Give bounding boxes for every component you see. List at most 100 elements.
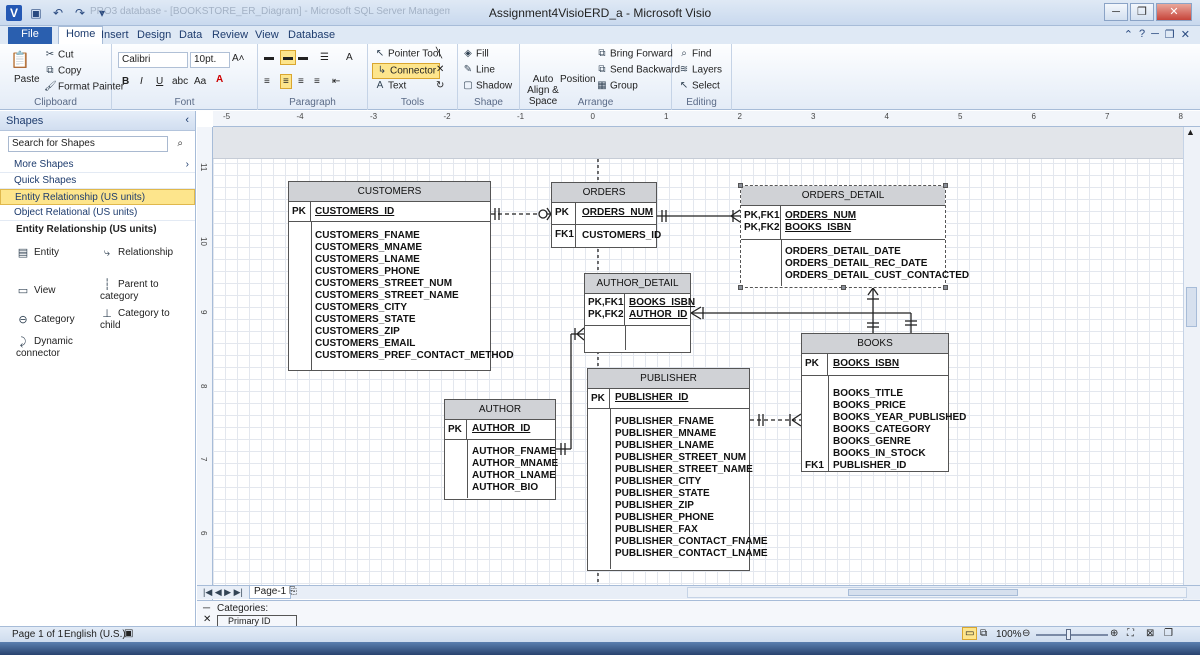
- shape-parent-to-category[interactable]: ┆Parent to category: [100, 279, 159, 302]
- align-center-icon[interactable]: ≡: [280, 74, 292, 89]
- quick-shapes-item[interactable]: Quick Shapes: [0, 173, 195, 189]
- zoom-level[interactable]: 100%: [996, 629, 1022, 640]
- doc-minimize-icon[interactable]: ─: [1151, 28, 1159, 40]
- zoom-slider[interactable]: [1036, 634, 1108, 636]
- auto-align-button[interactable]: Auto Align & Space: [527, 74, 559, 107]
- drawing-page[interactable]: CUSTOMERS PK CUSTOMERS_ID CUSTOMERS_FNAM…: [213, 127, 1183, 585]
- doc-restore-icon[interactable]: ❐: [1164, 29, 1175, 41]
- format-painter-button[interactable]: 🖌Format Painter: [44, 81, 125, 93]
- pan-zoom-icon[interactable]: ⊠: [1146, 628, 1155, 639]
- shape-category[interactable]: ⊖Category: [16, 314, 74, 326]
- entity-author-detail[interactable]: AUTHOR_DETAIL PK,FK1 PK,FK2 BOOKS_ISBN A…: [584, 273, 695, 353]
- position-button[interactable]: Position: [560, 74, 596, 85]
- shape-category-to-child[interactable]: ⊥Category to child: [100, 308, 170, 331]
- categories-panel-close-icon[interactable]: ─✕: [203, 603, 212, 625]
- case-icon[interactable]: Aa: [194, 76, 207, 87]
- text-direction-icon[interactable]: A: [346, 52, 353, 63]
- pointer-tool-button[interactable]: ↖Pointer Tool: [375, 48, 441, 60]
- font-family-select[interactable]: Calibri: [118, 52, 188, 68]
- full-screen-icon[interactable]: ▭: [962, 627, 978, 640]
- align-left-icon[interactable]: ≡: [264, 76, 270, 87]
- cut-button[interactable]: ✂Cut: [45, 49, 74, 61]
- selection-handle[interactable]: [943, 285, 948, 290]
- close-tool-icon[interactable]: ✕: [436, 64, 445, 75]
- insert-page-icon[interactable]: ⎘: [289, 586, 297, 597]
- selection-handle[interactable]: [841, 285, 846, 290]
- language-status[interactable]: English (U.S.): [64, 629, 126, 640]
- shape-dynamic-connector[interactable]: ⤸Dynamic connector: [16, 336, 73, 359]
- select-button[interactable]: ↖Select: [679, 80, 720, 92]
- category-item[interactable]: Primary ID: [217, 615, 297, 626]
- connector-button[interactable]: ↳Connector: [372, 63, 441, 79]
- scroll-up-icon[interactable]: ▲: [1186, 127, 1195, 137]
- layers-button[interactable]: ≋Layers: [679, 64, 723, 76]
- bold-button[interactable]: B: [122, 76, 130, 87]
- italic-button[interactable]: I: [140, 76, 143, 87]
- indent-icon[interactable]: ⇤: [332, 76, 341, 87]
- tab-review[interactable]: Review: [212, 29, 249, 41]
- tab-insert[interactable]: Insert: [101, 29, 129, 41]
- underline-button[interactable]: U: [156, 76, 164, 87]
- align-bottom-icon[interactable]: ▬: [298, 52, 308, 63]
- find-button[interactable]: ⌕Find: [678, 48, 711, 60]
- line-button[interactable]: ✎Line: [463, 64, 495, 76]
- fill-button[interactable]: ◈Fill: [462, 48, 489, 60]
- fit-page-icon[interactable]: ⛶: [1127, 628, 1134, 639]
- search-shapes-input[interactable]: Search for Shapes⌕: [8, 136, 183, 152]
- shape-entity[interactable]: ▤Entity: [17, 247, 60, 259]
- align-right-icon[interactable]: ≡: [298, 76, 304, 87]
- bring-forward-button[interactable]: ⧉Bring Forward: [596, 48, 672, 60]
- strikethrough-button[interactable]: abc: [172, 76, 189, 87]
- entity-publisher[interactable]: PUBLISHER PK PUBLISHER_ID PUBLISHER_FNAM…: [587, 368, 768, 571]
- rotate-icon[interactable]: ↻: [436, 80, 445, 91]
- tab-design[interactable]: Design: [137, 29, 172, 41]
- help-icon[interactable]: ?: [1138, 28, 1146, 40]
- close-button[interactable]: ✕: [1156, 3, 1192, 21]
- shadow-button[interactable]: ▢Shadow: [463, 80, 513, 92]
- shape-view[interactable]: ▭View: [17, 285, 56, 297]
- justify-icon[interactable]: ≡: [314, 76, 320, 87]
- line-tool-icon[interactable]: ╲: [436, 48, 443, 59]
- undo-icon[interactable]: ↶: [52, 6, 64, 20]
- vertical-scroll-thumb[interactable]: [1186, 287, 1197, 327]
- save-icon[interactable]: ▣: [30, 6, 42, 20]
- entity-orders[interactable]: ORDERS PK ORDERS_NUM FK1 CUSTOMERS_ID: [551, 182, 661, 248]
- shape-relationship[interactable]: ⤷Relationship: [100, 247, 173, 259]
- collapse-panel-icon[interactable]: ‹: [185, 114, 189, 126]
- minimize-button[interactable]: ─: [1104, 3, 1128, 21]
- zoom-slider-thumb[interactable]: [1066, 629, 1071, 640]
- align-middle-icon[interactable]: ▬: [280, 50, 296, 65]
- send-backward-button[interactable]: ⧉Send Backward: [596, 64, 680, 76]
- page-tab[interactable]: Page-1: [249, 586, 292, 599]
- copy-button[interactable]: ⧉Copy: [44, 65, 81, 77]
- stencil-object-relational[interactable]: Object Relational (US units): [0, 205, 195, 221]
- entity-orders-detail[interactable]: ORDERS_DETAIL PK,FK1 PK,FK2 ORDERS_NUM B…: [738, 183, 969, 290]
- font-color-icon[interactable]: A: [216, 74, 224, 85]
- maximize-button[interactable]: ❐: [1130, 3, 1154, 21]
- page-count[interactable]: Page 1 of 1: [12, 629, 64, 640]
- tab-file[interactable]: File: [8, 27, 52, 44]
- entity-customers[interactable]: CUSTOMERS PK CUSTOMERS_ID CUSTOMERS_FNAM…: [288, 181, 514, 371]
- macro-record-icon[interactable]: ▣: [124, 628, 134, 639]
- stencil-entity-relationship[interactable]: Entity Relationship (US units): [0, 189, 195, 205]
- horizontal-scrollbar[interactable]: [687, 587, 1187, 598]
- group-button[interactable]: ▦Group: [597, 80, 638, 92]
- tab-data[interactable]: Data: [179, 29, 203, 41]
- tab-home[interactable]: Home: [58, 26, 104, 44]
- font-size-select[interactable]: 10pt.: [190, 52, 230, 68]
- presentation-icon[interactable]: ⧉: [980, 628, 988, 639]
- grow-font-icon[interactable]: A˄: [232, 53, 245, 64]
- tab-view[interactable]: View: [255, 29, 279, 41]
- align-top-icon[interactable]: ▬: [264, 52, 274, 63]
- customize-qat-icon[interactable]: ▾: [98, 6, 106, 20]
- ribbon-collapse-icon[interactable]: ⌃: [1123, 29, 1133, 41]
- zoom-out-icon[interactable]: ⊖: [1022, 628, 1031, 639]
- selection-handle[interactable]: [943, 183, 948, 188]
- switch-windows-icon[interactable]: ❐: [1164, 628, 1173, 639]
- bullets-icon[interactable]: ☰: [320, 52, 329, 63]
- doc-close-icon[interactable]: ✕: [1180, 29, 1190, 41]
- selection-handle[interactable]: [738, 285, 743, 290]
- paste-button[interactable]: Paste: [14, 74, 40, 85]
